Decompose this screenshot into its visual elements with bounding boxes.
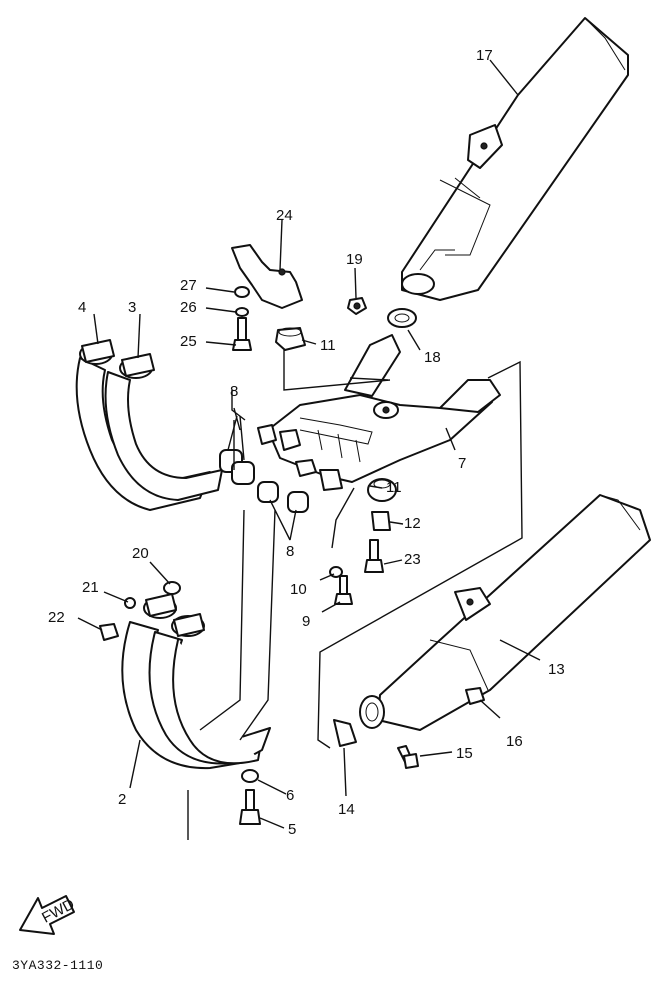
callout-4: 4 xyxy=(78,299,86,316)
callout-20: 20 xyxy=(132,545,149,562)
callout-16: 16 xyxy=(506,733,523,750)
callout-9: 9 xyxy=(302,613,310,630)
callout-8-lower: 8 xyxy=(286,543,294,560)
collar-12 xyxy=(371,511,391,531)
lower-muffler xyxy=(359,494,651,731)
callout-6: 6 xyxy=(286,787,294,804)
gasket-18 xyxy=(387,308,417,328)
callout-13: 13 xyxy=(548,661,565,678)
bolt-5 xyxy=(239,789,261,825)
callout-labels: 17 24 19 27 26 25 4 3 11 18 8 7 11 12 8 … xyxy=(48,47,565,838)
callout-12: 12 xyxy=(404,515,421,532)
callout-21: 21 xyxy=(82,579,99,596)
callout-11-upper: 11 xyxy=(320,337,336,354)
bushings-8 xyxy=(219,449,309,513)
callout-24: 24 xyxy=(276,207,293,224)
reference-lines xyxy=(77,59,541,840)
diagram-code: 3YA332-1110 xyxy=(12,958,104,973)
callout-19: 19 xyxy=(346,251,363,268)
damper-11-upper xyxy=(275,327,306,351)
callout-22: 22 xyxy=(48,609,65,626)
nut-19 xyxy=(347,297,367,315)
exhaust-pipes-upper xyxy=(75,339,223,511)
callout-2: 2 xyxy=(118,791,126,808)
washer-6 xyxy=(241,769,259,783)
callout-18: 18 xyxy=(424,349,441,366)
callout-23: 23 xyxy=(404,551,421,568)
callout-3: 3 xyxy=(128,299,136,316)
callout-27: 27 xyxy=(180,277,197,294)
callout-25: 25 xyxy=(180,333,197,350)
callout-11-lower: 11 xyxy=(386,479,402,496)
bolt-23 xyxy=(364,539,384,573)
callout-5: 5 xyxy=(288,821,296,838)
nut-16 xyxy=(465,687,485,705)
callout-17: 17 xyxy=(476,47,493,64)
bolt-15 xyxy=(397,745,419,769)
bolt-9 xyxy=(334,575,353,605)
damper-11-lower xyxy=(367,478,397,502)
exhaust-pipes-lower xyxy=(99,581,271,770)
upper-muffler xyxy=(401,17,629,301)
callout-10: 10 xyxy=(290,581,307,598)
callout-8-upper: 8 xyxy=(230,383,238,400)
gasket-14 xyxy=(333,719,357,747)
muffler-bracket xyxy=(231,244,303,309)
collector-chamber xyxy=(257,334,501,491)
callout-7: 7 xyxy=(458,455,466,472)
callout-15: 15 xyxy=(456,745,473,762)
bolt-washer-stack xyxy=(232,286,252,351)
forward-arrow-icon: FWD xyxy=(19,895,77,935)
callout-26: 26 xyxy=(180,299,197,316)
callout-14: 14 xyxy=(338,801,355,818)
